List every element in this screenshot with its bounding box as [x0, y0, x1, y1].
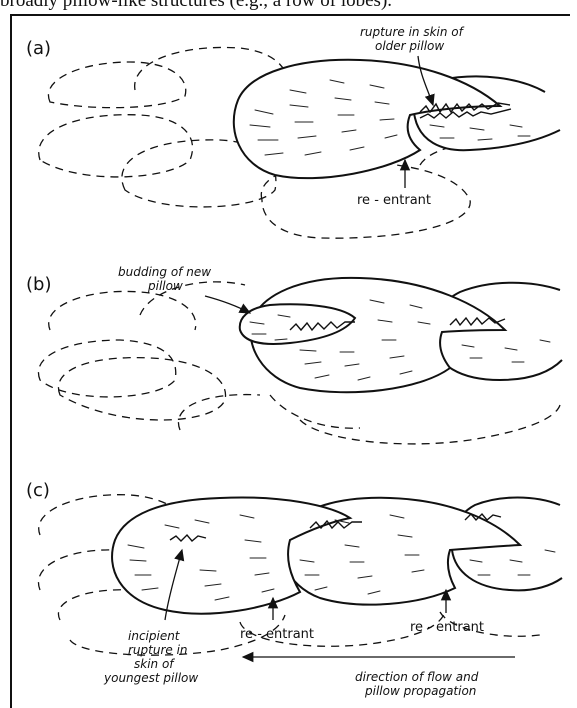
panel-b-active-pillows	[240, 278, 562, 392]
panel-a-label: (a)	[26, 38, 51, 59]
flow-note-line1: direction of flow and	[355, 670, 479, 684]
panel-a: (a) rup	[26, 25, 560, 238]
budding-note-line1: budding of new	[118, 265, 211, 279]
reentrant-label-c2: re - entrant	[410, 620, 484, 635]
incipient-note-line4: youngest pillow	[103, 671, 198, 685]
reentrant-label-a: re - entrant	[357, 193, 431, 208]
reentrant-label-c1: re - entrant	[240, 627, 314, 642]
rupture-note-line1: rupture in skin of	[360, 25, 465, 39]
panel-a-active-pillows	[234, 60, 560, 178]
incipient-note-line3: skin of	[134, 657, 175, 671]
incipient-note-line1: incipient	[128, 629, 181, 643]
rupture-note-line2: older pillow	[375, 39, 444, 53]
panel-c-active-pillows	[112, 497, 562, 613]
panel-c-label: (c)	[26, 480, 50, 501]
flow-note-line2: pillow propagation	[364, 684, 476, 698]
panel-b: (b)	[26, 265, 562, 444]
budding-note-line2: pillow	[147, 279, 183, 293]
panel-c: (c)	[26, 480, 562, 698]
budding-arrow	[205, 296, 250, 313]
panel-b-label: (b)	[26, 274, 51, 295]
incipient-note-line2: rupture in	[128, 643, 188, 657]
